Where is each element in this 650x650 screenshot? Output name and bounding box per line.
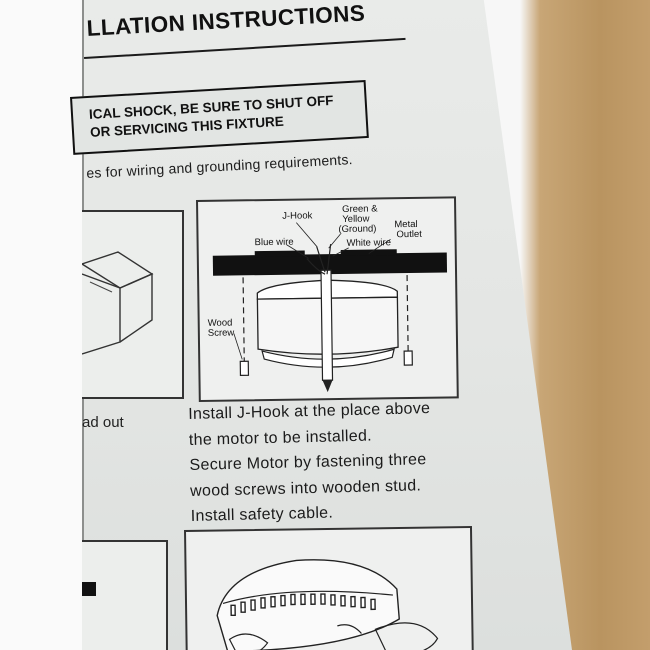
label-wood-screw-2: Screw [208, 327, 235, 338]
outlet-box-illustration [80, 251, 154, 355]
wood-screw-left [239, 360, 250, 377]
label-metal-outlet-1: Metal [394, 219, 417, 230]
wood-screw-right [403, 350, 413, 366]
previous-step-figure [80, 210, 184, 399]
label-wood-screw-1: Wood [208, 318, 233, 329]
install-instructions: Install J-Hook at the place above the mo… [188, 395, 491, 530]
label-j-hook: J-Hook [282, 210, 312, 221]
label-white-wire: White wire [347, 237, 391, 249]
motor-closeup-illustration [216, 559, 439, 650]
previous-step-caption: ad out [82, 414, 124, 431]
motor-mounting-diagram: J-Hook Green & Yellow (Ground) Metal Out… [208, 203, 448, 393]
label-metal-outlet-2: Outlet [396, 229, 422, 240]
hanging-rod [320, 269, 334, 381]
wooden-stud [212, 252, 448, 276]
black-tab-marker [82, 582, 96, 596]
label-green-yellow-3: (Ground) [338, 223, 376, 235]
label-blue-wire: Blue wire [255, 237, 294, 249]
next-step-figure [184, 525, 474, 650]
left-background [0, 0, 82, 650]
j-hook-diagram: J-Hook Green & Yellow (Ground) Metal Out… [196, 196, 459, 402]
next-step-figure-left [82, 540, 168, 650]
label-green-yellow-2: Yellow [342, 214, 369, 225]
label-green-yellow-1: Green & [342, 203, 378, 215]
